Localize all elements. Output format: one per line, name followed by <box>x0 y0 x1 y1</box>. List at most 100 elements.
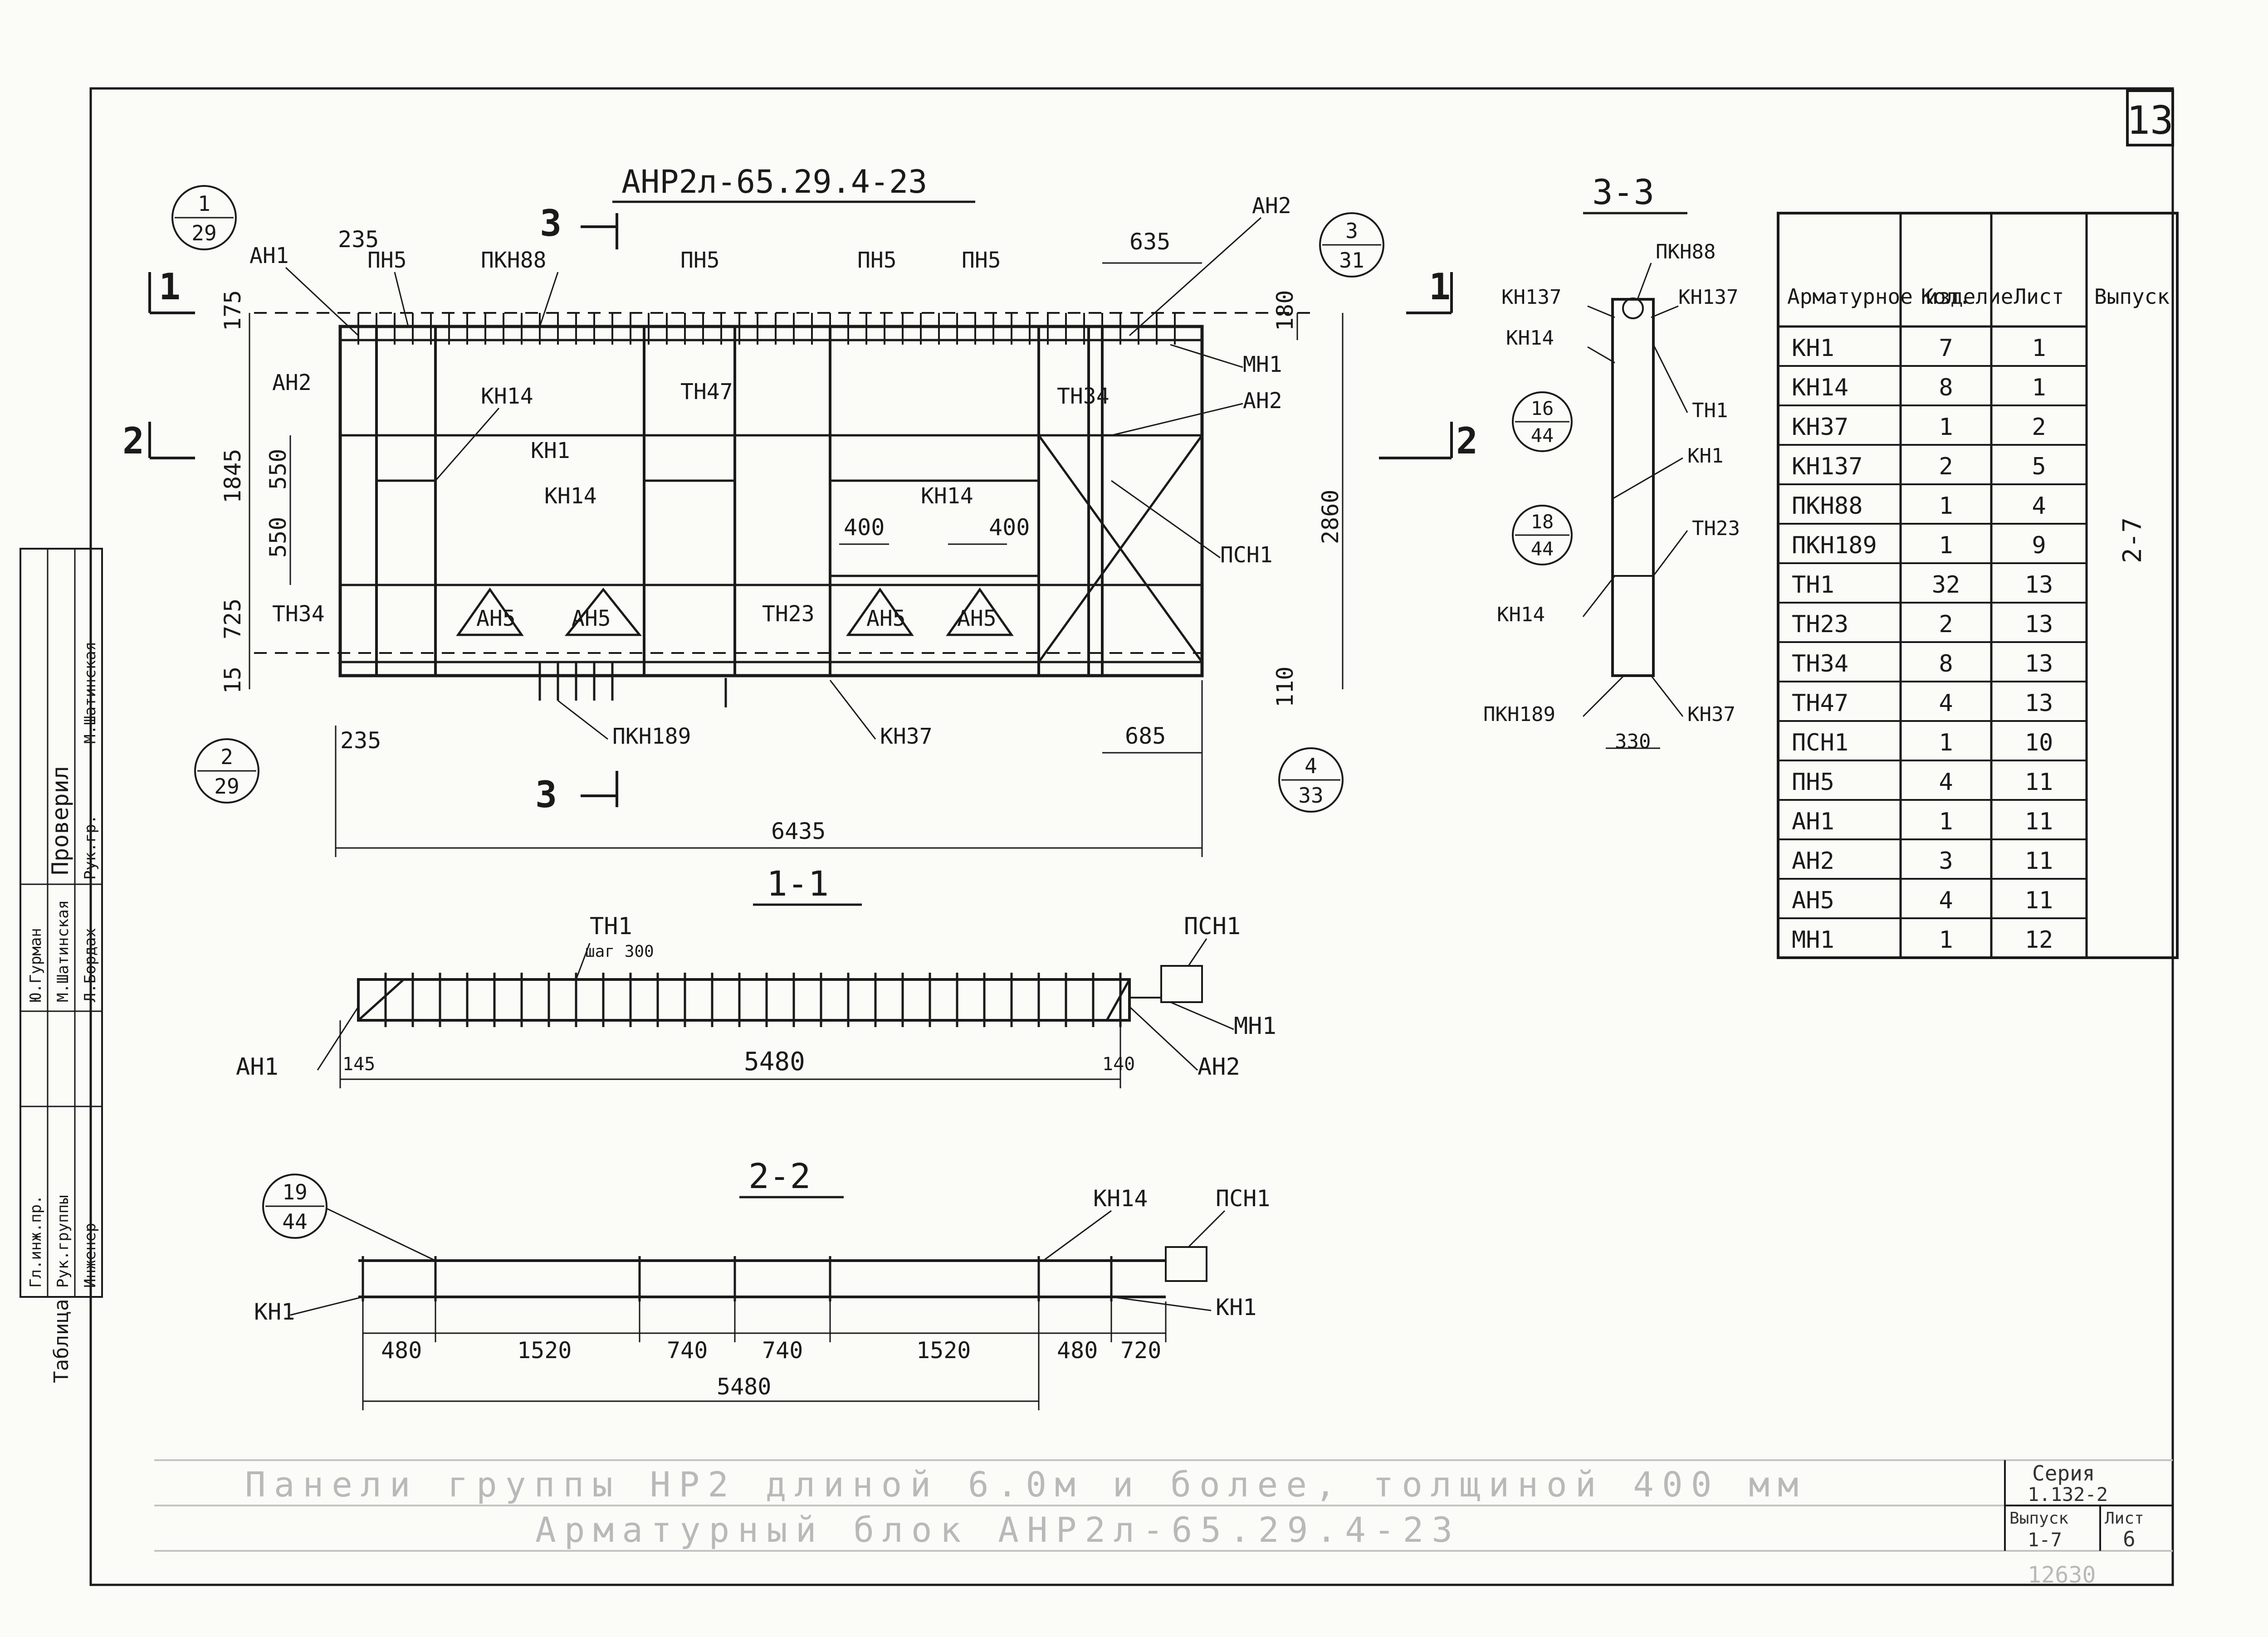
label-an2-right: АН2 <box>1243 388 1282 414</box>
label-tn1: ТН1 <box>590 913 632 940</box>
table-cell: 13 <box>2025 571 2053 599</box>
label-kn14-1: КН14 <box>481 384 533 409</box>
cut-mark-2-left: 2 <box>122 420 144 462</box>
dim-180: 180 <box>1272 290 1298 331</box>
callout-19-44: 19 44 <box>262 1174 327 1239</box>
dim-22-6: 480 <box>1057 1337 1098 1364</box>
table-cell: 1 <box>2032 374 2046 401</box>
label-tn23-33: ТН23 <box>1692 517 1740 540</box>
callout-16-44: 16 44 <box>1512 391 1573 452</box>
table-cell: 10 <box>2025 729 2053 756</box>
label-pkn88: ПКН88 <box>481 248 547 273</box>
table-cell: 8 <box>1939 650 1953 677</box>
table-cell: КН14 <box>1792 374 1848 401</box>
header-col-3: Выпуск <box>2094 284 2170 309</box>
svg-text:1: 1 <box>198 191 210 216</box>
table-cell: ПКН189 <box>1792 532 1877 559</box>
label-tn23: ТН23 <box>762 601 815 627</box>
table-cell: 1 <box>1939 729 1953 756</box>
label-mn1-11: МН1 <box>1234 1013 1276 1040</box>
header-col-2: Лист <box>2014 284 2064 309</box>
checked-name: М.Шатинская <box>81 642 99 744</box>
seria-value: 1.132-2 <box>2028 1483 2108 1505</box>
label-psn1-22: ПСН1 <box>1216 1185 1270 1212</box>
section-3-3: 3-3 ПКН88 КН137 КН137 КН14 ТН1 КН1 ТН23 … <box>1483 172 1740 753</box>
sheet-border: 13 <box>89 87 2174 1586</box>
dim-635: 635 <box>1129 229 1170 255</box>
dim-22-5: 1520 <box>916 1337 971 1364</box>
table-cell: 3 <box>1939 848 1953 875</box>
table-cell: 13 <box>2025 690 2053 717</box>
dim-140: 140 <box>1102 1054 1135 1075</box>
cut-mark-2-right: 2 <box>1456 420 1478 462</box>
svg-text:44: 44 <box>1531 538 1554 560</box>
dim-22-total: 5480 <box>717 1374 771 1400</box>
label-an5-4: АН5 <box>957 606 997 631</box>
table-cell: 2 <box>1939 611 1953 638</box>
label-kn1-22-left: КН1 <box>254 1299 295 1325</box>
table-cell: 11 <box>2025 769 2053 796</box>
section-1-1: 1-1 ТН1 шаг 300 ПСН1 МН1 АН1 АН2 <box>236 863 1276 1088</box>
dim-22-4: 740 <box>762 1337 803 1364</box>
archive-number: 12630 <box>2028 1562 2096 1588</box>
dim-235-top: 235 <box>338 226 379 253</box>
table-cell: 4 <box>1939 887 1953 914</box>
table-cell: 1 <box>2032 335 2046 362</box>
dim-400-1: 400 <box>844 514 885 541</box>
table-cell: 11 <box>2025 848 2053 875</box>
title-line-2: Арматурный блок АНР2л-65.29.4-23 <box>535 1510 1461 1550</box>
svg-text:4: 4 <box>1305 754 1317 778</box>
dim-2860: 2860 <box>1317 490 1344 544</box>
dim-400-2: 400 <box>989 514 1030 541</box>
callout-4-33: 4 33 <box>1278 747 1344 813</box>
label-psn1-11: ПСН1 <box>1184 913 1241 940</box>
dim-175: 175 <box>220 290 246 331</box>
label-kn137-right: КН137 <box>1678 286 1738 309</box>
label-an1: АН1 <box>249 243 289 268</box>
label-an2-top: АН2 <box>1252 193 1291 219</box>
vypusk-value: 1-7 <box>2028 1529 2062 1551</box>
label-kn137-left: КН137 <box>1501 286 1561 309</box>
label-pn5-2: ПН5 <box>680 248 720 273</box>
table-cell: 11 <box>2025 808 2053 835</box>
dim-1845: 1845 <box>220 449 246 503</box>
dim-22-2: 1520 <box>517 1337 572 1364</box>
dim-725: 725 <box>220 599 246 639</box>
svg-text:44: 44 <box>1531 424 1554 447</box>
label-pn5-3: ПН5 <box>857 248 897 273</box>
table-cell: 32 <box>1932 571 1960 599</box>
label-mn1: МН1 <box>1243 352 1282 377</box>
sheet-number: 13 <box>2126 98 2174 143</box>
cut-mark-3-bottom: 3 <box>535 774 557 816</box>
dim-145: 145 <box>342 1054 375 1075</box>
table-cell: 12 <box>2025 926 2053 954</box>
table-cell: 1 <box>1939 414 1953 441</box>
dim-235-bottom: 235 <box>340 727 381 754</box>
dim-15: 15 <box>220 667 246 694</box>
label-kn1: КН1 <box>531 438 570 463</box>
table-cell: АН2 <box>1792 848 1834 875</box>
svg-text:19: 19 <box>282 1180 307 1204</box>
label-pkn88-33: ПКН88 <box>1656 240 1716 263</box>
elevation-view: АНР2л-65.29.4-23 <box>122 163 1478 857</box>
label-kn14-2: КН14 <box>544 483 597 509</box>
table-cell: КН137 <box>1792 453 1863 480</box>
dim-685: 685 <box>1125 723 1166 749</box>
list-value: 6 <box>2123 1527 2136 1551</box>
svg-text:3: 3 <box>1345 219 1358 243</box>
table-cell: 4 <box>1939 690 1953 717</box>
title-line-1: Панели группы НР2 длиной 6.0м и более, т… <box>245 1464 1807 1505</box>
table-cell: ПКН88 <box>1792 492 1863 520</box>
table-cell: 7 <box>1939 335 1953 362</box>
label-tn47: ТН47 <box>680 379 733 404</box>
table-cell: ТН1 <box>1792 571 1834 599</box>
role-group-lead: Рук.группы <box>54 1195 72 1288</box>
vypusk-label: Выпуск <box>2009 1509 2068 1528</box>
svg-text:2: 2 <box>220 745 233 769</box>
dim-5480-11: 5480 <box>744 1047 805 1077</box>
section-2-2: 2-2 19 44 КН14 ПСН1 КН1 КН1 <box>254 1156 1270 1410</box>
section-2-2-title: 2-2 <box>748 1156 811 1196</box>
table-cell: ПН5 <box>1792 769 1834 796</box>
table-cell: 13 <box>2025 650 2053 677</box>
